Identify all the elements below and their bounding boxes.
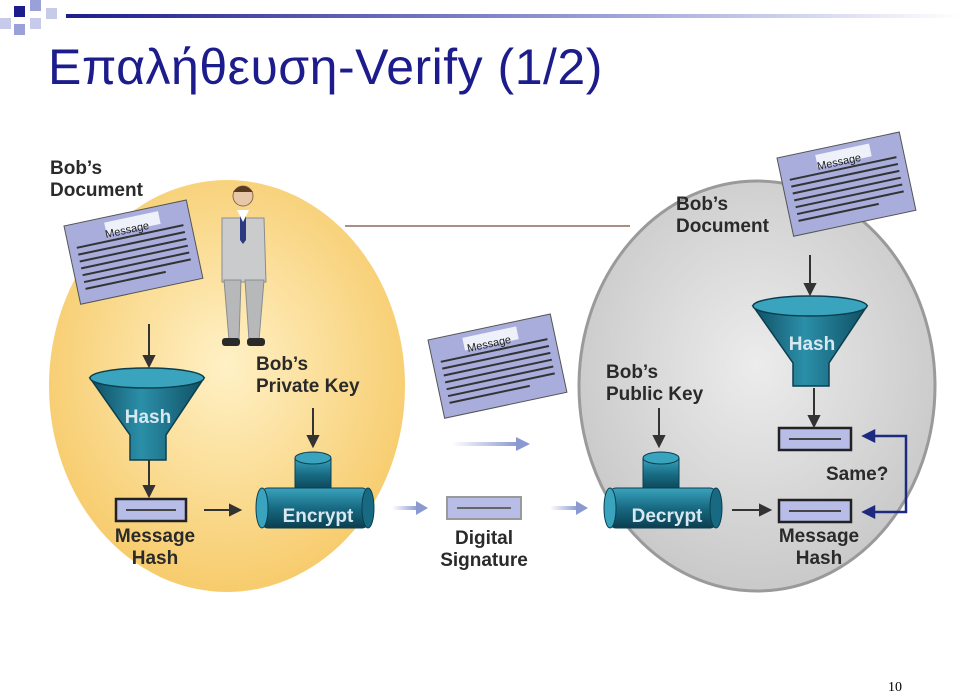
left-document-icon [63, 199, 204, 305]
left-document-title: Bob’s Document [50, 158, 143, 202]
public-key-label-line1: Bob’s [606, 362, 659, 383]
left-message-hash-line2: Hash [131, 548, 179, 569]
left-hash-funnel [88, 367, 206, 461]
middle-document-icon [427, 313, 568, 419]
page-number: 10 [888, 680, 902, 695]
left-message-hash-line1: Message [114, 526, 196, 547]
bob-person-icon [221, 185, 267, 346]
private-key-label: Bob’s Private Key [256, 354, 360, 398]
private-key-label-line1: Bob’s [256, 354, 309, 375]
flow-arrows [142, 255, 821, 517]
left-message-hash-label: Message Hash [100, 526, 210, 570]
transfer-arrows [392, 437, 588, 515]
encrypt-label: Encrypt [283, 506, 354, 527]
right-message-hash-box [777, 498, 853, 524]
right-document-title-line2: Document [676, 216, 769, 237]
decrypt-pipe [603, 451, 723, 529]
right-top-hash-box [777, 426, 853, 452]
same-question-label: Same? [826, 464, 889, 485]
page-title: Επαλήθευση-Verify (1/2) [48, 39, 603, 95]
right-message-hash-line1: Message [778, 526, 860, 547]
right-document-icon [776, 131, 917, 237]
right-document-title: Bob’s Document [676, 194, 769, 238]
right-message-hash-line2: Hash [795, 548, 843, 569]
public-key-label: Bob’s Public Key [606, 362, 703, 406]
same-comparison-arrows [861, 428, 908, 520]
left-document-title-line2: Document [50, 180, 143, 201]
left-document-title-line1: Bob’s [50, 158, 103, 179]
right-hash-funnel [751, 295, 869, 387]
slide-corner-decoration [0, 0, 960, 35]
decrypt-label: Decrypt [632, 506, 703, 527]
right-message-hash-label: Message Hash [764, 526, 874, 570]
digital-signature-box [446, 496, 522, 520]
left-message-hash-box [114, 497, 188, 523]
right-hash-label: Hash [789, 334, 835, 355]
digital-signature-label: Digital Signature [426, 528, 542, 572]
private-key-label-line2: Private Key [256, 376, 360, 397]
public-key-label-line2: Public Key [606, 384, 704, 405]
encrypt-pipe [255, 451, 375, 529]
digital-signature-line1: Digital [454, 528, 514, 549]
right-document-title-line1: Bob’s [676, 194, 729, 215]
left-hash-label: Hash [125, 407, 171, 428]
digital-signature-line2: Signature [440, 550, 528, 571]
